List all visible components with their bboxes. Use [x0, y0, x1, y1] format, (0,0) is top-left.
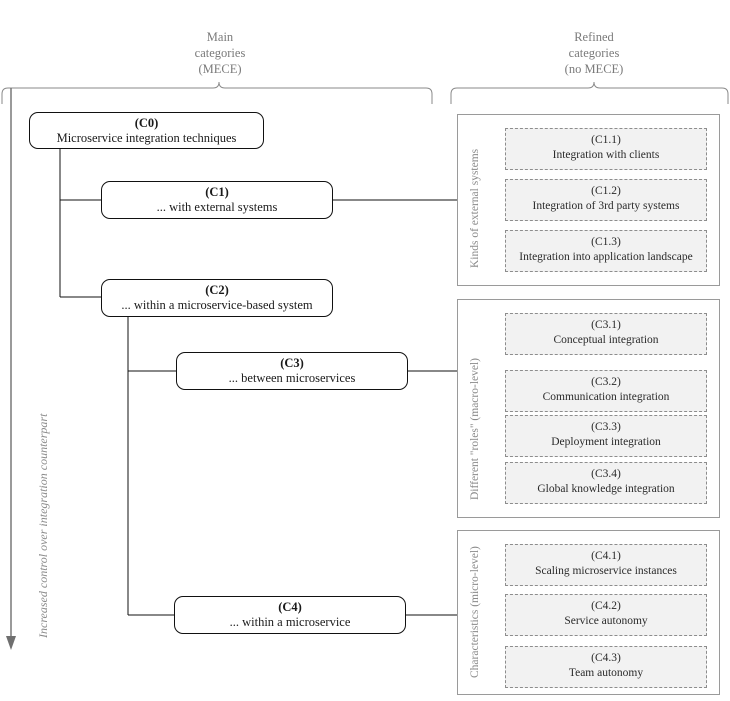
refined-item-desc-c3-3: Deployment integration [551, 436, 661, 448]
refined-item-desc-c1-1: Integration with clients [552, 149, 660, 161]
header-refined-line1: Refined [574, 30, 614, 44]
refined-item-c1-3[interactable]: (C1.3) Integration into application land… [505, 230, 707, 272]
header-main-categories: Main categories (MECE) [169, 29, 271, 77]
category-code-c0: (C0) [134, 116, 159, 130]
header-main-line1: Main [206, 30, 234, 44]
control-axis-arrowhead [6, 636, 16, 650]
refined-item-c4-3[interactable]: (C4.3) Team autonomy [505, 646, 707, 688]
refined-item-c3-1[interactable]: (C3.1) Conceptual integration [505, 313, 707, 355]
refined-group-label-c4: Characteristics (micro-level) [469, 546, 481, 678]
category-box-c0[interactable]: (C0) Microservice integration techniques [29, 112, 264, 149]
category-code-c4: (C4) [278, 600, 302, 614]
refined-item-code-c1-3: (C1.3) [591, 236, 621, 248]
refined-item-code-c4-2: (C4.2) [591, 600, 621, 612]
refined-item-c3-3[interactable]: (C3.3) Deployment integration [505, 415, 707, 457]
refined-item-code-c3-2: (C3.2) [591, 376, 621, 388]
category-box-c3[interactable]: (C3) ... between microservices [176, 352, 408, 390]
category-code-c3: (C3) [280, 356, 304, 370]
refined-item-desc-c3-4: Global knowledge integration [537, 483, 675, 495]
refined-item-desc-c4-3: Team autonomy [568, 667, 644, 679]
refined-item-code-c4-1: (C4.1) [591, 550, 621, 562]
refined-item-code-c3-4: (C3.4) [591, 468, 621, 480]
refined-group-label-c3: Different "roles" (macro-level) [469, 358, 481, 500]
category-desc-c4: ... within a microservice [229, 615, 351, 629]
category-code-c2: (C2) [205, 283, 229, 297]
category-desc-c1: ... with external systems [156, 200, 278, 214]
refined-item-c3-4[interactable]: (C3.4) Global knowledge integration [505, 462, 707, 504]
refined-item-c3-2[interactable]: (C3.2) Communication integration [505, 370, 707, 412]
refined-item-code-c1-1: (C1.1) [591, 134, 621, 146]
refined-item-desc-c4-2: Service autonomy [564, 615, 648, 627]
refined-group-label-c1: Kinds of external systems [469, 148, 481, 268]
refined-item-desc-c3-1: Conceptual integration [553, 334, 659, 346]
header-refined-line3: (no MECE) [564, 62, 624, 76]
header-refined-categories: Refined categories (no MECE) [543, 29, 645, 77]
category-code-c1: (C1) [205, 185, 229, 199]
refined-item-desc-c1-3: Integration into application landscape [519, 251, 693, 263]
category-desc-c2: ... within a microservice-based system [121, 298, 313, 312]
header-refined-line2: categories [568, 46, 620, 60]
refined-item-code-c1-2: (C1.2) [591, 185, 621, 197]
category-box-c1[interactable]: (C1) ... with external systems [101, 181, 333, 219]
header-main-line3: (MECE) [198, 62, 242, 76]
brace-refined-categories [450, 81, 729, 104]
refined-item-c1-2[interactable]: (C1.2) Integration of 3rd party systems [505, 179, 707, 221]
refined-item-code-c3-3: (C3.3) [591, 421, 621, 433]
refined-item-desc-c4-1: Scaling microservice instances [535, 565, 677, 577]
refined-item-code-c4-3: (C4.3) [591, 652, 621, 664]
refined-item-desc-c1-2: Integration of 3rd party systems [532, 200, 680, 212]
control-axis-label: Increased control over integration count… [36, 413, 50, 638]
header-main-line2: categories [194, 46, 246, 60]
refined-item-c1-1[interactable]: (C1.1) Integration with clients [505, 128, 707, 170]
refined-item-c4-1[interactable]: (C4.1) Scaling microservice instances [505, 544, 707, 586]
refined-item-c4-2[interactable]: (C4.2) Service autonomy [505, 594, 707, 636]
category-box-c2[interactable]: (C2) ... within a microservice-based sys… [101, 279, 333, 317]
category-box-c4[interactable]: (C4) ... within a microservice [174, 596, 406, 634]
refined-item-desc-c3-2: Communication integration [542, 391, 670, 403]
category-desc-c3: ... between microservices [228, 371, 356, 385]
refined-item-code-c3-1: (C3.1) [591, 319, 621, 331]
brace-main-categories [1, 81, 433, 104]
category-desc-c0: Microservice integration techniques [56, 131, 237, 145]
